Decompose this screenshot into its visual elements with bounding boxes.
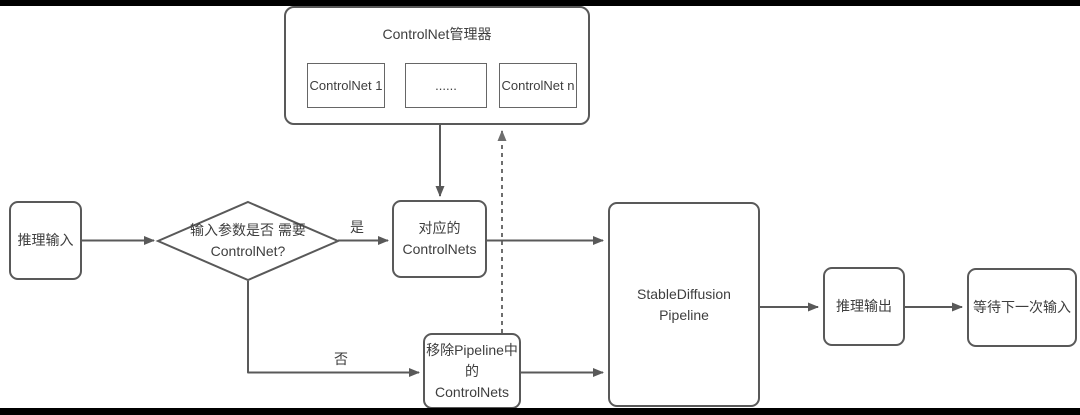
node-wait-next-input-label: 等待下一次输入 [973,299,1071,315]
decision-diamond [155,200,341,282]
controlnet-item-ellipsis-label: ...... [435,78,457,93]
node-pipeline-line2: Pipeline [659,306,709,323]
node-stablediffusion-pipeline: StableDiffusion Pipeline [608,202,760,407]
edge-label-no: 否 [334,351,348,367]
controlnet-item-n-label: ControlNet n [501,78,575,93]
node-inference-input: 推理输入 [9,201,82,280]
top-black-bar [0,0,1080,6]
controlnet-item-n: ControlNet n [499,63,577,108]
decision-label-line1: 输入参数是否 [190,222,275,238]
node-remove-line1: 移除Pipeline中的 [426,341,518,379]
node-matched-line1: 对应的 [418,220,461,236]
node-inference-output: 推理输出 [823,267,905,346]
decision-label-line2: 需要ControlNet? [210,222,306,259]
bottom-black-bar [0,408,1080,415]
node-inference-input-label: 推理输入 [17,232,74,248]
node-pipeline-line1: StableDiffusion [637,285,731,302]
node-matched-line2: ControlNets [402,241,477,257]
edge-label-yes: 是 [350,219,364,235]
node-remove-controlnets: 移除Pipeline中的 ControlNets [423,333,521,409]
controlnet-manager-title: ControlNet管理器 [382,26,492,42]
controlnet-item-ellipsis: ...... [405,63,487,108]
controlnet-item-1: ControlNet 1 [307,63,385,108]
controlnet-manager-box: ControlNet管理器 ControlNet 1 ...... Contro… [284,6,590,125]
controlnet-item-1-label: ControlNet 1 [309,78,383,93]
node-matched-controlnets: 对应的 ControlNets [392,200,487,278]
edge-decision-no-to-remove [247,281,420,377]
node-remove-line2: ControlNets [435,383,509,400]
node-wait-next-input: 等待下一次输入 [967,268,1077,347]
decision-label: 输入参数是否 需要ControlNet? [168,220,328,262]
node-inference-output-label: 推理输出 [836,298,892,314]
